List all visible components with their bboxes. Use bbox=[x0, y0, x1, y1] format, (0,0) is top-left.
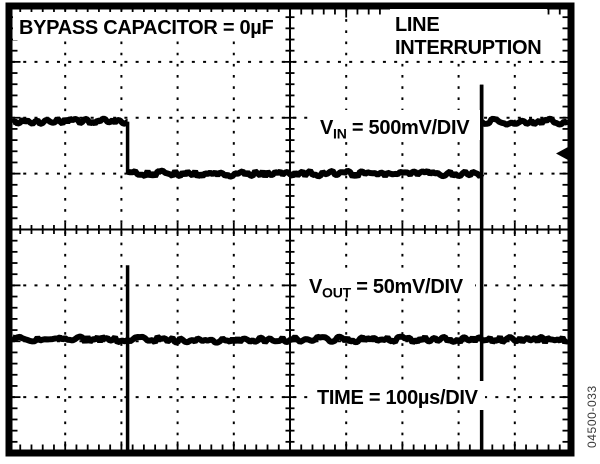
trace-vin bbox=[479, 115, 570, 128]
graticule-border bbox=[5, 2, 575, 457]
vout-scale-text: VOUT = 50mV/DIV bbox=[309, 276, 464, 301]
trigger-marker-arrow-icon bbox=[556, 147, 568, 161]
time-scale-text: TIME = 100µs/DIV bbox=[317, 387, 479, 409]
trace-vin bbox=[11, 115, 130, 127]
trace-vin bbox=[127, 167, 485, 180]
figure-number: 04500-033 bbox=[585, 385, 599, 448]
line-interruption-text-line2: INTERRUPTION bbox=[395, 37, 541, 59]
label-bg bbox=[314, 110, 480, 140]
label-time-scale: TIME = 100µs/DIV bbox=[311, 381, 485, 410]
label-bg bbox=[390, 9, 547, 59]
line-interruption-text-line1: LINE bbox=[395, 14, 439, 36]
bypass-capacitor-text: BYPASS CAPACITOR = 0µF bbox=[19, 17, 273, 39]
label-bg bbox=[303, 268, 475, 298]
label-vin-scale: VIN = 500mV/DIV bbox=[314, 110, 480, 142]
label-bypass-capacitor: BYPASS CAPACITOR = 0µF bbox=[13, 12, 281, 40]
label-bg bbox=[13, 12, 281, 40]
trigger-marker-layer bbox=[556, 147, 571, 161]
label-bg bbox=[311, 381, 485, 410]
trace-vout bbox=[11, 333, 570, 346]
annotation-labels: BYPASS CAPACITOR = 0µF LINE INTERRUPTION… bbox=[13, 9, 599, 448]
vin-scale-text: VIN = 500mV/DIV bbox=[320, 117, 470, 142]
label-line-interruption: LINE INTERRUPTION bbox=[390, 9, 547, 59]
label-vout-scale: VOUT = 50mV/DIV bbox=[303, 268, 475, 301]
